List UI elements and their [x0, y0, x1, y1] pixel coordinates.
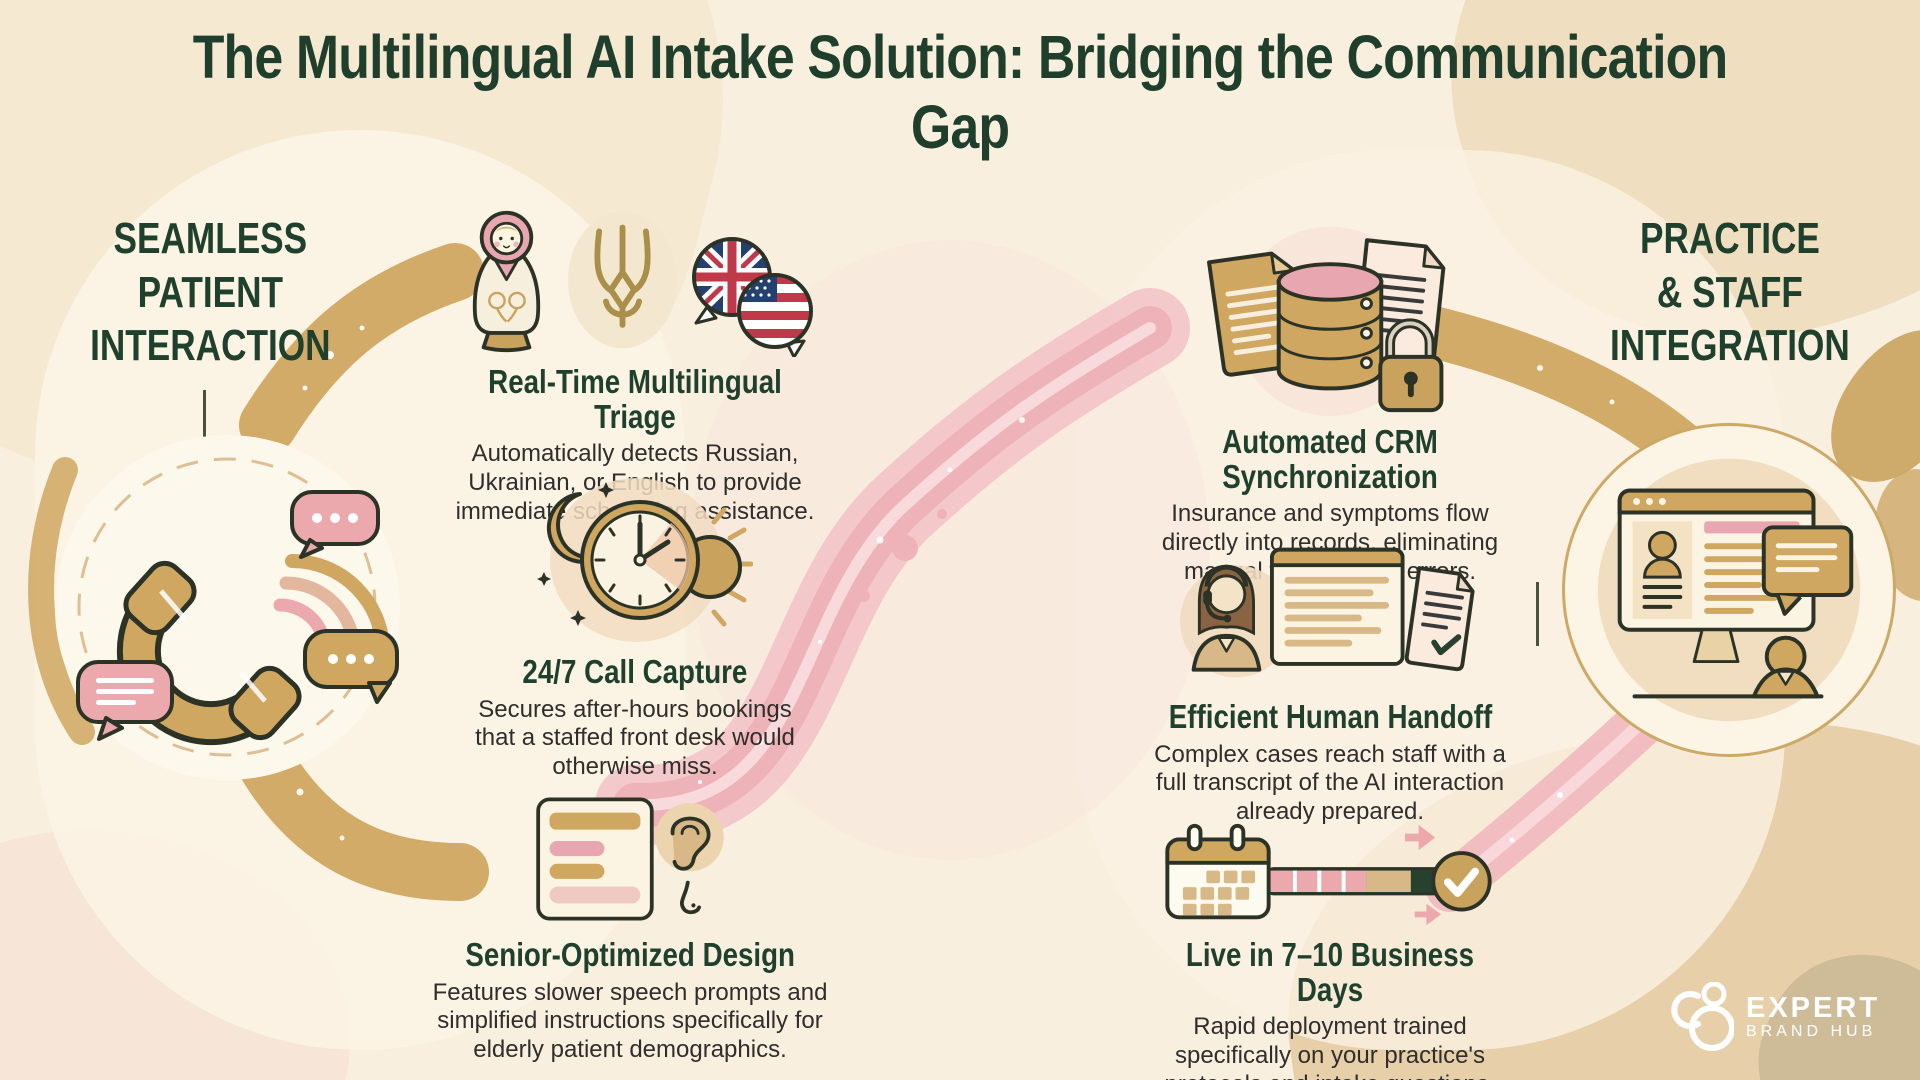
feature-item-go-live: Live in 7–10 Business Days Rapid deploym…	[1115, 818, 1545, 1080]
chat-bubble-pink-dots-icon	[290, 490, 380, 559]
item-title: Automated CRM Synchronization	[1222, 423, 1438, 495]
sparkle-dots	[280, 325, 1615, 843]
item-title: 24/7 Call Capture	[522, 653, 748, 690]
patient-interaction-circle	[55, 435, 400, 780]
feature-item-crm-sync: Automated CRM Synchronization Insurance …	[1125, 205, 1535, 587]
left-heading-connector-line	[203, 390, 206, 442]
page-title-wrap: The Multilingual AI Intake Solution: Bri…	[0, 22, 1920, 162]
left-section-heading: SEAMLESS PATIENT INTERACTION	[90, 214, 331, 371]
right-section-heading: PRACTICE & STAFF INTEGRATION	[1610, 214, 1850, 371]
three-circles-logo-icon	[1671, 982, 1734, 1051]
item-title: Live in 7–10 Business Days	[1185, 936, 1475, 1008]
right-circle-connector-line	[1536, 582, 1539, 646]
english-chat-flags-icon	[691, 237, 813, 357]
feature-item-senior-design: Senior-Optimized Design Features slower …	[420, 788, 840, 1065]
right-section-heading-wrap: PRACTICE & STAFF INTEGRATION	[1580, 212, 1880, 373]
floating-dots	[858, 509, 947, 602]
left-section-heading-wrap: SEAMLESS PATIENT INTERACTION	[60, 212, 360, 373]
night-day-clock-icon	[536, 478, 753, 642]
practice-integration-circle	[1562, 423, 1896, 757]
logo-line1: EXPERT	[1746, 992, 1881, 1025]
ukrainian-trident-icon	[567, 211, 677, 349]
page-title: The Multilingual AI Intake Solution: Bri…	[192, 23, 1728, 161]
item-title: Senior-Optimized Design	[465, 936, 795, 973]
chat-bubble-tan-dots-icon	[303, 629, 399, 704]
item-body: Features slower speech prompts and simpl…	[432, 978, 828, 1064]
chat-bubble-pink-lines-icon	[76, 660, 174, 741]
feature-item-call-capture: 24/7 Call Capture Secures after-hours bo…	[450, 472, 820, 782]
logo-line2: BRAND HUB	[1746, 1022, 1877, 1040]
item-body: Rapid deployment trained specifically on…	[1165, 1013, 1496, 1080]
calendar-progress-check-icon	[1165, 823, 1492, 926]
item-title: Real-Time Multilingual Triage	[488, 363, 782, 435]
brand-logo: EXPERT BRAND HUB	[1668, 982, 1880, 1052]
item-title: Efficient Human Handoff	[1168, 698, 1492, 735]
phone-call-chat-icon	[76, 457, 399, 757]
simple-form-ear-nose-icon	[536, 797, 724, 921]
matryoshka-doll-icon	[472, 210, 540, 353]
feature-item-human-handoff: Efficient Human Handoff Complex cases re…	[1125, 542, 1535, 827]
item-body: Secures after-hours bookings that a staf…	[475, 695, 795, 781]
support-agent-transcript-icon	[1180, 547, 1475, 678]
database-documents-lock-icon	[1207, 226, 1446, 417]
item-body: Complex cases reach staff with a full tr…	[1154, 740, 1506, 826]
practice-dashboard-monitor-icon	[1597, 458, 1861, 722]
